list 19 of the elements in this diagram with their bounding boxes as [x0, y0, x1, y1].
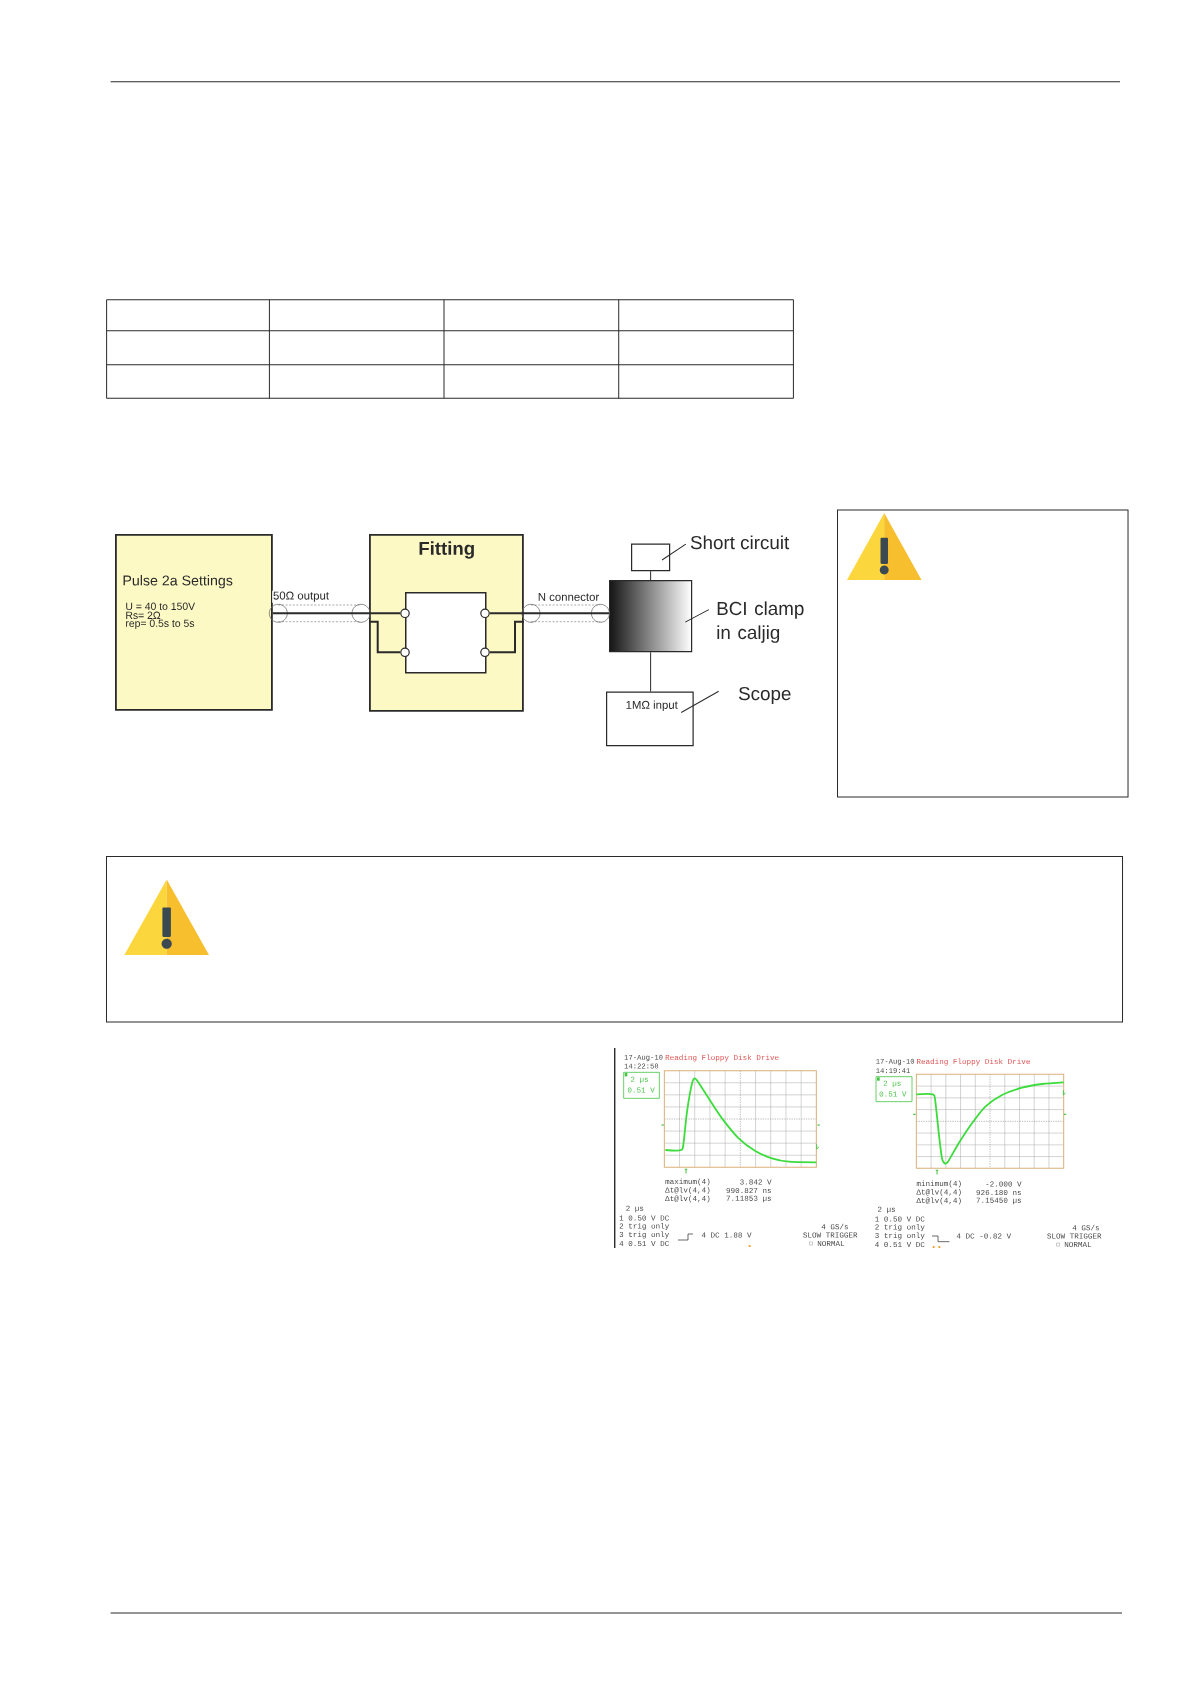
edge-label: N connector: [537, 592, 601, 602]
scope-box: 1MΩ input: [606, 691, 694, 747]
leader-line: [680, 690, 720, 713]
leader-line: [684, 609, 710, 623]
part-label: Short circuit: [690, 535, 790, 550]
part-label: Scope: [738, 686, 791, 704]
part-label: BCI clamp in caljig: [717, 601, 804, 643]
cable: [271, 612, 402, 615]
connecting-line: [650, 651, 652, 692]
inner-box: [405, 592, 487, 674]
short-circuit-box: [631, 543, 671, 572]
connecting-line: [650, 570, 652, 581]
wire: [488, 620, 525, 654]
leader-line: [661, 543, 687, 561]
wire: [368, 620, 402, 654]
clamp-block: [609, 580, 693, 653]
edge-label: 50Ω output: [272, 590, 330, 603]
generator-box: Pulse 2a Settings U = 40 to 150V Rs= 2Ω rep= 0.5s to 5s: [115, 534, 273, 711]
cable: [488, 612, 610, 615]
